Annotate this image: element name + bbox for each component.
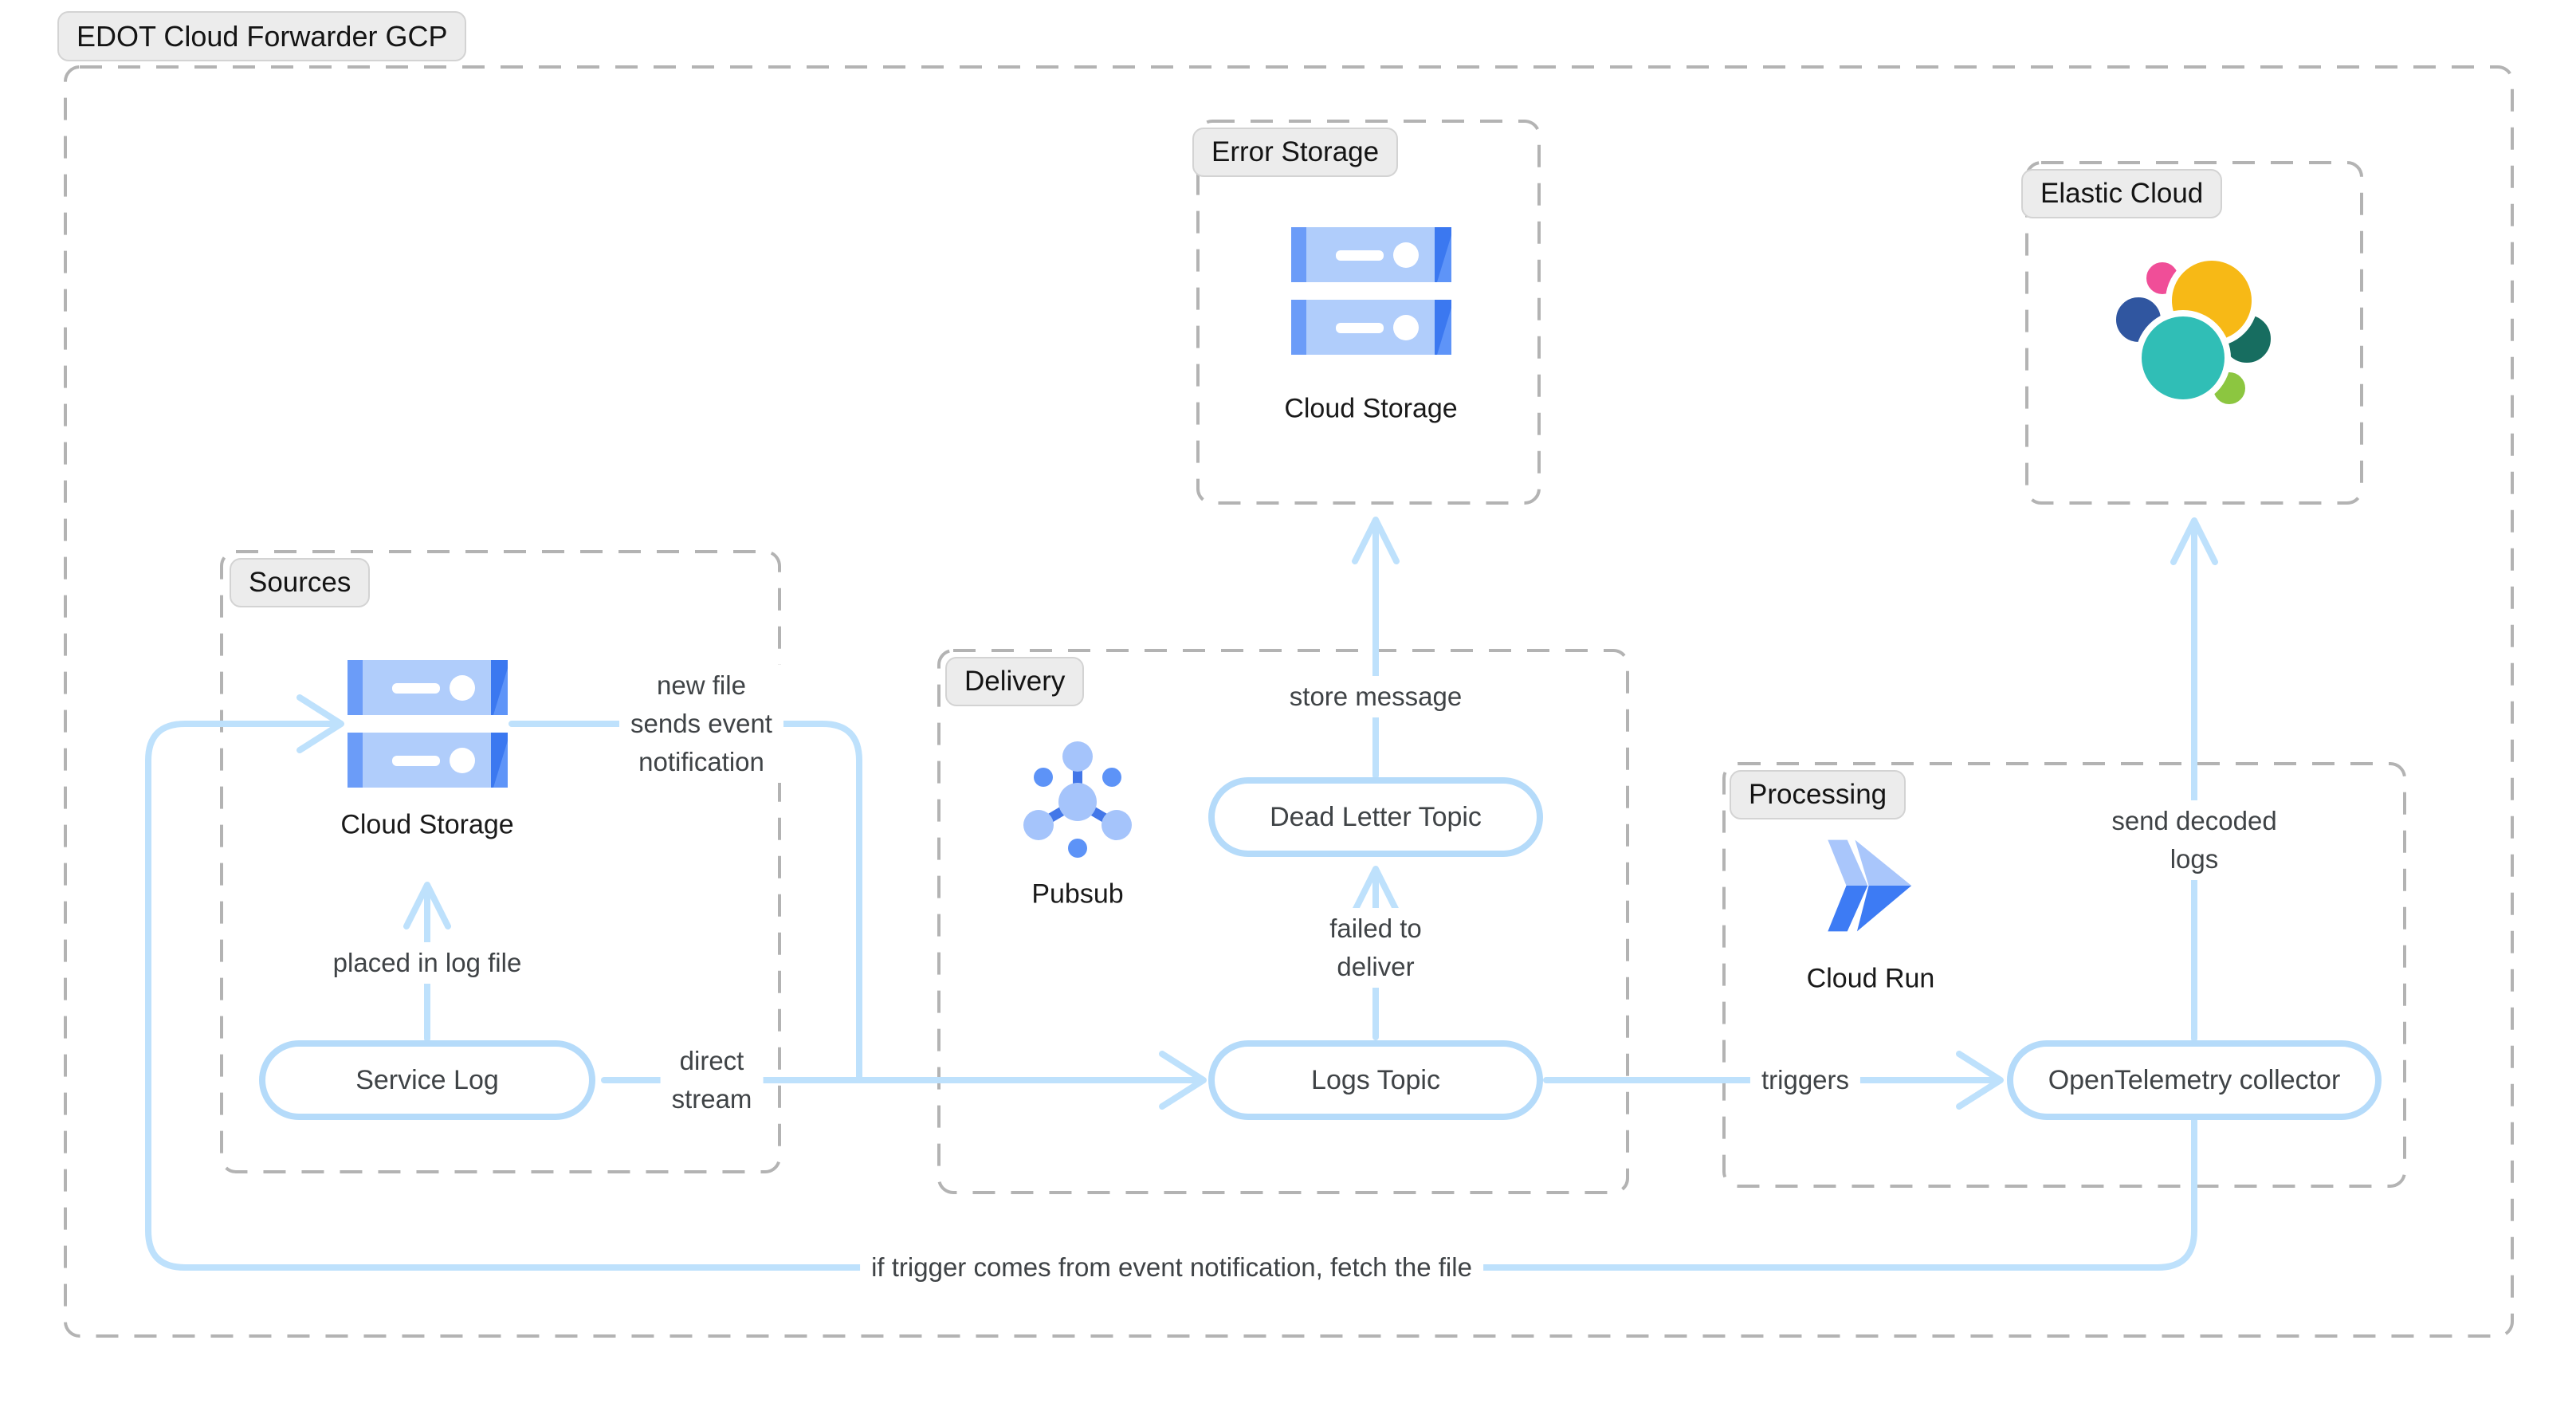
edge-label-triggers: triggers	[1749, 1059, 1861, 1101]
edge-label-new-file-event: new file sends event notification	[619, 665, 783, 783]
edge-service-log-to-storage-arrowhead	[403, 882, 451, 929]
gcp-cloud-run-icon	[1822, 835, 1919, 936]
diagram-title-pill: EDOT Cloud Forwarder GCP	[57, 11, 467, 62]
otel-collector-node: OpenTelemetry collector	[2007, 1040, 2382, 1120]
edge-label-direct-stream: direct stream	[660, 1040, 764, 1120]
edge-label-placed-in-log-file: placed in log file	[321, 942, 533, 984]
logs-topic-label: Logs Topic	[1311, 1064, 1440, 1095]
delivery-group-border	[937, 649, 1629, 1194]
dead-letter-topic-label: Dead Letter Topic	[1270, 801, 1482, 832]
edge-otel-arrowhead	[1956, 1051, 2004, 1110]
edge-dead-letter-arrowhead	[1352, 866, 1400, 914]
outer-group-border	[64, 65, 2514, 1338]
sources-group-border	[220, 550, 781, 1173]
gcp-pubsub-icon	[1018, 737, 1137, 869]
elastic-cloud-group-border	[2025, 161, 2363, 505]
error-storage-group-label: Error Storage	[1192, 128, 1399, 177]
edge-otel-loop-to-cloud-storage	[145, 721, 2197, 1271]
otel-collector-label: OpenTelemetry collector	[2048, 1064, 2341, 1095]
edge-loop-arrowhead	[296, 694, 344, 753]
edge-elastic-arrowhead	[2170, 517, 2218, 565]
logs-topic-node: Logs Topic	[1208, 1040, 1543, 1120]
gcp-cloud-storage-icon	[1291, 227, 1451, 355]
sources-cloud-storage-caption: Cloud Storage	[340, 809, 514, 840]
pubsub-caption: Pubsub	[1031, 878, 1124, 910]
service-log-label: Service Log	[355, 1064, 499, 1095]
error-cloud-storage-caption: Cloud Storage	[1284, 393, 1458, 424]
cloud-run-caption: Cloud Run	[1806, 963, 1935, 994]
gcp-cloud-storage-icon	[348, 660, 508, 788]
delivery-group-label: Delivery	[945, 657, 1085, 706]
dead-letter-topic-node: Dead Letter Topic	[1208, 777, 1543, 857]
edge-label-fetch-file: if trigger comes from event notification…	[860, 1247, 1483, 1288]
processing-group-label: Processing	[1730, 770, 1906, 819]
elastic-logo	[2110, 251, 2277, 411]
edge-error-storage-arrowhead	[1352, 517, 1400, 564]
edge-logs-topic-arrowhead	[1159, 1051, 1207, 1110]
elastic-cloud-group-label: Elastic Cloud	[2021, 169, 2223, 218]
edge-label-send-decoded-logs: send decoded logs	[2100, 800, 2288, 880]
edge-label-failed-to-deliver: failed to deliver	[1318, 908, 1433, 988]
processing-group-border	[1722, 762, 2406, 1188]
sources-group-label: Sources	[230, 558, 371, 607]
edge-storage-event-notification	[509, 721, 862, 1082]
error-storage-group-border	[1196, 120, 1541, 505]
service-log-node: Service Log	[259, 1040, 595, 1120]
edge-label-store-message: store message	[1278, 676, 1474, 717]
